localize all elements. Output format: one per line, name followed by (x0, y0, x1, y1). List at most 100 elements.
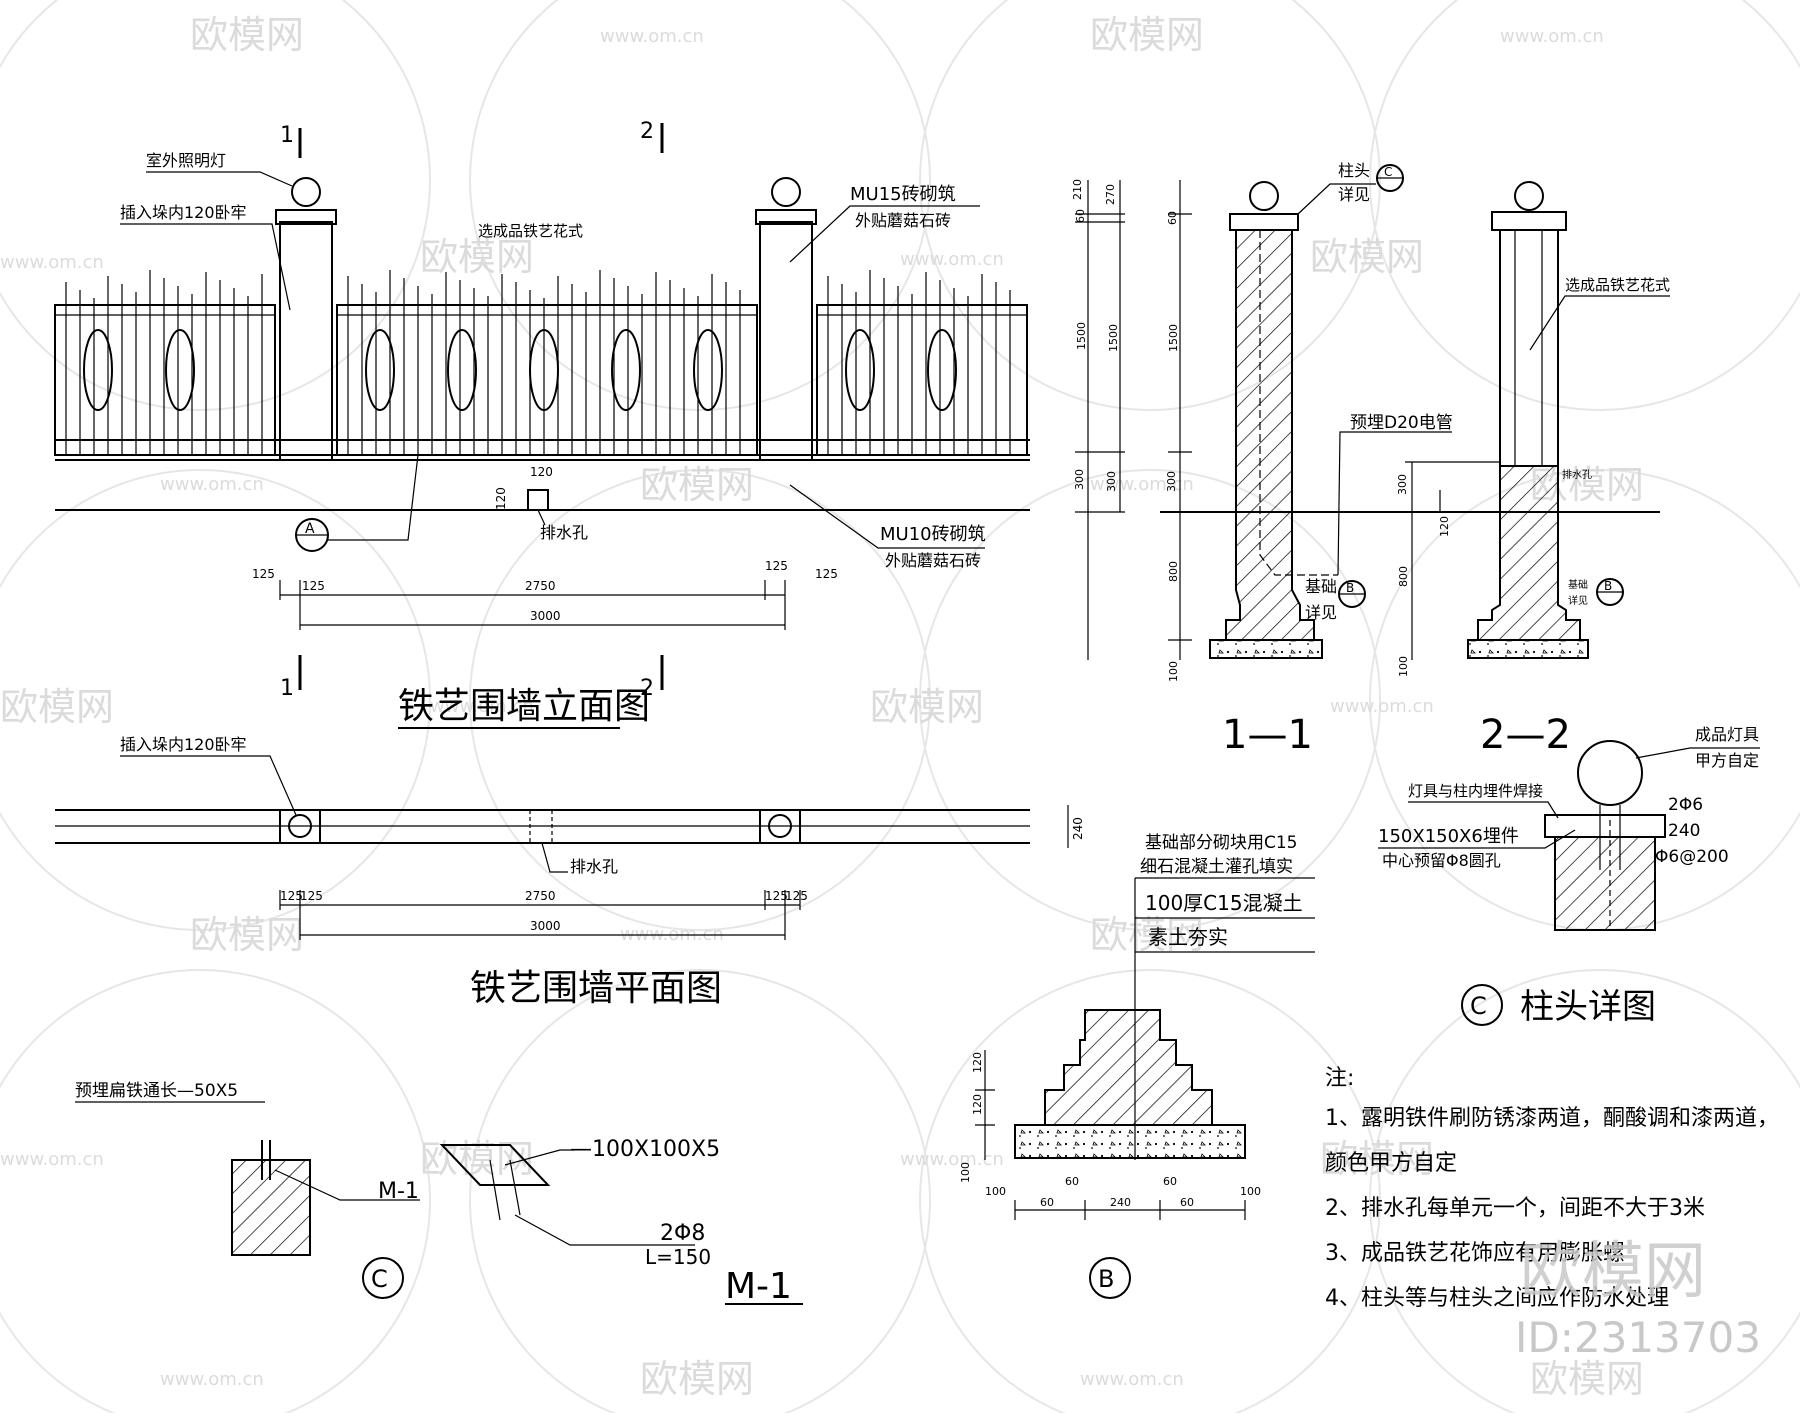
s11-lamp (1249, 181, 1279, 211)
db-dim-60a: 60 (1065, 1175, 1079, 1188)
dc-label-stirrup: Φ6@200 (1655, 847, 1729, 867)
plan-dim-125-b: 125 (300, 889, 323, 903)
label-pier-brick: MU15砖砌筑 (850, 184, 956, 205)
label-ironwork: 选成品铁艺花式 (478, 222, 583, 240)
leader-a (328, 454, 419, 541)
plan-pier-right (759, 809, 801, 844)
s11-ref-b: B (1346, 581, 1354, 595)
s11-dim-300-b: 300 (1105, 471, 1118, 492)
wm-brand: 欧模网 (870, 685, 984, 729)
dim-3000: 3000 (530, 609, 561, 623)
dc-leader-weld (1408, 801, 1559, 819)
m1-label-len: L=150 (645, 1245, 711, 1269)
s11-leader-conduit (1337, 431, 1452, 576)
s11-title: 1—1 (1222, 712, 1313, 758)
s11-footing (1209, 639, 1323, 659)
dc-leader-plate (1378, 829, 1576, 849)
fence-scroll-ornament (447, 329, 477, 411)
dc-ref: C (1470, 992, 1487, 1020)
section-mark-2b: 2 (640, 676, 654, 701)
lamp-right (771, 177, 801, 207)
s11-dim-800: 800 (1167, 561, 1180, 582)
wm-site: www.om.cn (0, 252, 104, 273)
s11-dim-210: 210 (1071, 179, 1084, 200)
dc-ref-circle (1461, 984, 1503, 1026)
section-2-2: 300 120 800 100 选成品铁艺花式 排水孔 基础 详见 B 2—2 (1396, 181, 1670, 758)
s11-dim-60-b: 60 (1166, 211, 1179, 225)
dc-label-lamp: 成品灯具 (1695, 725, 1759, 744)
fence-scroll-ornament (927, 329, 957, 411)
wm-brand: 欧模网 (1320, 1137, 1434, 1181)
wm-brand: 欧模网 (420, 1137, 534, 1181)
fence-panel-mid (336, 304, 758, 456)
dc-title: 柱头详图 (1520, 987, 1656, 1027)
plan-title: 铁艺围墙平面图 (470, 968, 722, 1009)
plan-dimensions: 125 125 2750 125 125 3000 (279, 889, 808, 940)
section-mark-1b: 1 (280, 676, 294, 701)
detail-b-foundation: 基础部分砌块用C15 细石混凝土灌孔填实 100厚C15混凝土 素土夯实 120… (959, 833, 1315, 1299)
s22-title: 2—2 (1480, 712, 1571, 758)
notes-item-1: 1、露明铁件刷防锈漆两道，酮酸调和漆两道， (1325, 1106, 1779, 1131)
s11-dim-270: 270 (1104, 184, 1117, 205)
elevation-title: 铁艺围墙立面图 (398, 686, 650, 727)
db-dim-60b: 60 (1163, 1175, 1177, 1188)
fence-scroll-ornament (365, 329, 395, 411)
s22-dim-800: 800 (1397, 566, 1410, 587)
wm-site: www.om.cn (900, 249, 1004, 270)
plan-pier-left (279, 809, 321, 844)
plan-label-drain: 排水孔 (570, 857, 618, 876)
leader-base (789, 484, 985, 549)
plan-dim-240: 240 (1071, 817, 1085, 840)
db-ref: B (1098, 1265, 1114, 1293)
lamp-left (291, 177, 321, 207)
s11-dim-1500: 1500 (1075, 322, 1088, 350)
wm-site: www.om.cn (600, 26, 704, 47)
s11-cap-plate (1229, 213, 1299, 231)
wm-brand: 欧模网 (1090, 13, 1204, 57)
s11-label-found: 基础 (1305, 577, 1337, 596)
db-note2: 细石混凝土灌孔填实 (1140, 857, 1293, 877)
dc-label-240: 240 (1668, 821, 1700, 841)
label-pier-stone: 外贴蘑菇石砖 (855, 211, 951, 230)
badge-id: ID:2313703 (1515, 1313, 1761, 1362)
db-layer2: 素土夯实 (1148, 925, 1228, 949)
wm-brand: 欧模网 (190, 13, 304, 57)
dim-125-c: 125 (765, 559, 788, 573)
s11-dim-60: 60 (1074, 209, 1087, 223)
elevation-view: 1 2 1 2 室外照明灯 插入垛内120卧牢 选成品铁艺花式 MU15砖砌筑 … (54, 119, 1030, 729)
m1-bar-1 (489, 1159, 501, 1221)
badge-brand: 欧模网 (1520, 1234, 1706, 1307)
db-note1: 基础部分砌块用C15 (1145, 833, 1298, 853)
m1-leader-bar (514, 1214, 695, 1246)
db-dim-60d: 60 (1180, 1196, 1194, 1209)
s11-dim-1500-b: 1500 (1107, 324, 1120, 352)
label-base-stone: 外贴蘑菇石砖 (885, 551, 981, 570)
s11-label-cap: 柱头 (1338, 161, 1370, 180)
s22-dim-100: 100 (1397, 656, 1410, 677)
plan-leader-drain (541, 842, 568, 873)
drain-width: 120 (530, 465, 553, 479)
label-outdoor-light: 室外照明灯 (146, 151, 226, 170)
dc-label-weld: 灯具与柱内埋件焊接 (1408, 782, 1543, 800)
section-mark-1: 1 (280, 123, 294, 148)
fence-scroll-ornament (83, 329, 113, 411)
dc-label-hole: 中心预留Φ8圆孔 (1382, 851, 1501, 870)
db-dim-100a: 100 (985, 1185, 1006, 1198)
fence-scroll-ornament (693, 329, 723, 411)
db-dim-60c: 60 (1040, 1196, 1054, 1209)
dc-label-plate: 150X150X6埋件 (1378, 826, 1519, 847)
s11-ref-c: C (1384, 165, 1392, 179)
fence-scroll-ornament (845, 329, 875, 411)
m1-label-bar: 2Φ8 (660, 1221, 705, 1246)
detail-c-flat-bar: 预埋扁铁通长—50X5 M-1 C (75, 1081, 420, 1299)
notes-head: 注: (1325, 1066, 1354, 1091)
label-base-brick: MU10砖砌筑 (880, 524, 986, 545)
detail-c-pier-cap: 成品灯具 甲方自定 灯具与柱内埋件焊接 2Φ6 240 150X150X6埋件 … (1378, 725, 1760, 1027)
plan-dim-125-a: 125 (280, 889, 303, 903)
wm-site: www.om.cn (900, 1149, 1004, 1170)
s11-column (1225, 229, 1315, 641)
dc-label-lamp2: 甲方自定 (1695, 751, 1759, 770)
wm-brand: 欧模网 (1090, 913, 1204, 957)
